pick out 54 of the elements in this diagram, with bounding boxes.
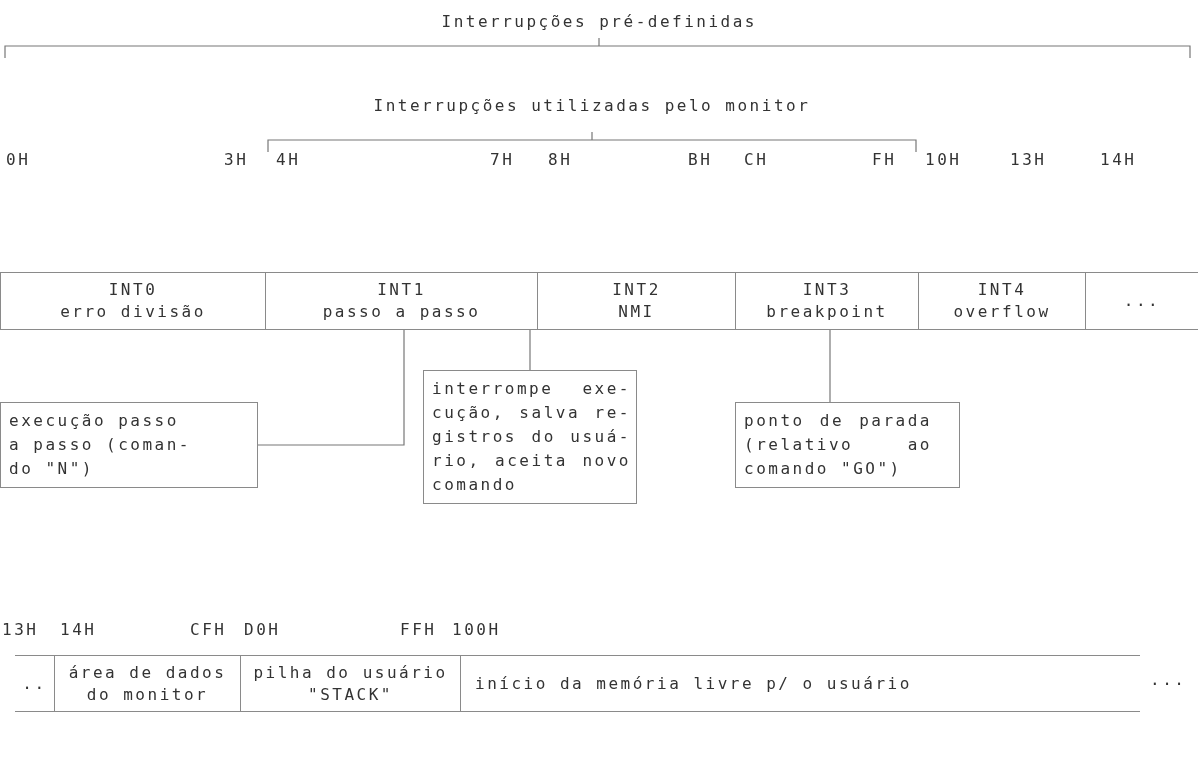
interrupt-name: INT4 <box>977 279 1027 301</box>
leader-line <box>829 329 831 403</box>
memory-cell <box>240 655 460 712</box>
memory-cell <box>265 272 537 330</box>
cell-description: passo a passo <box>322 301 481 323</box>
note-box <box>735 402 960 488</box>
address-label: 0H <box>6 150 31 169</box>
memory-cell <box>1085 272 1198 330</box>
address-label: CH <box>744 150 769 169</box>
address-label: 7H <box>490 150 515 169</box>
cell-description: NMI <box>618 301 655 323</box>
leader-line <box>529 329 531 371</box>
note-box <box>0 402 258 488</box>
address-label: 8H <box>548 150 573 169</box>
interrupt-name: INT2 <box>612 279 661 301</box>
bracket-label: Interrupções utilizadas pelo monitor <box>373 96 811 115</box>
cell-text: .. <box>22 672 47 695</box>
note-text: ponto de parada (relativo ao comando "GO") <box>744 410 932 480</box>
memory-cell <box>0 272 265 330</box>
address-label: 13H <box>1010 150 1047 169</box>
note-text: execução passo a passo (coman- do "N") <box>9 410 192 480</box>
address-label: 3H <box>224 150 249 169</box>
leader-line <box>257 329 405 446</box>
cell-description: overflow <box>953 301 1051 323</box>
memory-cell <box>54 655 240 712</box>
memory-cell <box>918 272 1085 330</box>
address-label: 14H <box>1100 150 1137 169</box>
address-label: 4H <box>276 150 301 169</box>
address-label: 13H <box>2 620 39 639</box>
cell-text: ... <box>1123 290 1161 312</box>
address-label: 10H <box>925 150 962 169</box>
note-text: interrompe exe- cução, salva re- gistros do usuá- rio, aceita novo comando <box>432 378 631 496</box>
address-label: 14H <box>60 620 97 639</box>
ellipsis: ... <box>1150 670 1187 689</box>
address-label: D0H <box>244 620 281 639</box>
interrupt-name: INT3 <box>802 279 852 301</box>
bracket-label: Interrupções pré-definidas <box>441 12 757 31</box>
cell-description: breakpoint <box>766 301 888 323</box>
address-label: FH <box>872 150 897 169</box>
address-label: CFH <box>190 620 227 639</box>
address-label: 100H <box>452 620 501 639</box>
memory-cell <box>537 272 735 330</box>
memory-cell <box>15 655 54 712</box>
memory-cell <box>460 655 1140 712</box>
cell-text: área de dados do monitor <box>67 661 228 706</box>
cell-text: pilha do usuário "STACK" <box>252 661 449 706</box>
cell-description: erro divisão <box>60 301 206 323</box>
memory-cell <box>735 272 918 330</box>
address-label: BH <box>688 150 713 169</box>
address-label: FFH <box>400 620 437 639</box>
cell-text: início da memória livre p/ o usuário <box>475 672 912 695</box>
note-box <box>423 370 637 504</box>
interrupt-name: INT1 <box>377 279 426 301</box>
interrupt-name: INT0 <box>108 279 158 301</box>
